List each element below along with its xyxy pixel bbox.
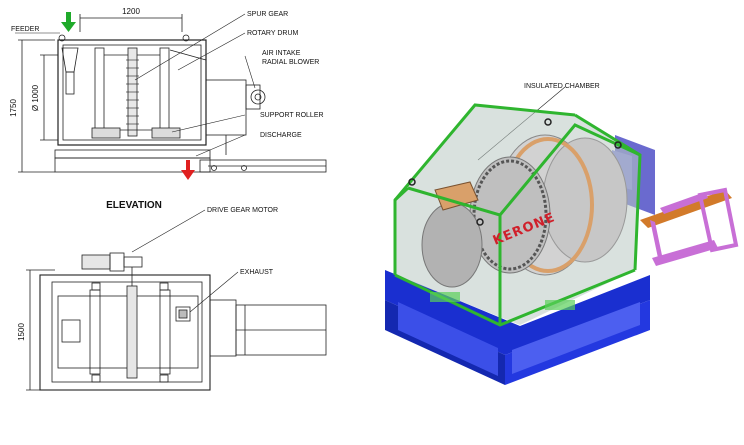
iso-view	[385, 103, 739, 385]
label-exhaust: EXHAUST	[240, 269, 274, 276]
label-support-roller: SUPPORT ROLLER	[260, 112, 324, 119]
elevation-view	[18, 14, 327, 173]
dim-width: 1200	[122, 7, 140, 16]
label-radial-blower: RADIAL BLOWER	[262, 59, 319, 66]
label-drive-gear-motor: DRIVE GEAR MOTOR	[207, 207, 278, 214]
dim-height: 1750	[9, 99, 18, 117]
dim-diameter: Ø 1000	[31, 84, 40, 111]
discharge-arrow	[181, 160, 195, 180]
plan-view	[26, 252, 327, 391]
feed-arrow	[61, 12, 76, 32]
label-feeder: FEEDER	[11, 26, 39, 33]
label-discharge: DISCHARGE	[260, 132, 302, 139]
label-insulated-chamber: INSULATED CHAMBER	[524, 83, 600, 90]
label-air-intake: AIR INTAKE	[262, 50, 301, 57]
dim-plan-width: 1500	[17, 323, 26, 341]
label-elevation: ELEVATION	[106, 200, 162, 211]
label-rotary-drum: ROTARY DRUM	[247, 30, 299, 37]
label-spur-gear: SPUR GEAR	[247, 11, 288, 18]
